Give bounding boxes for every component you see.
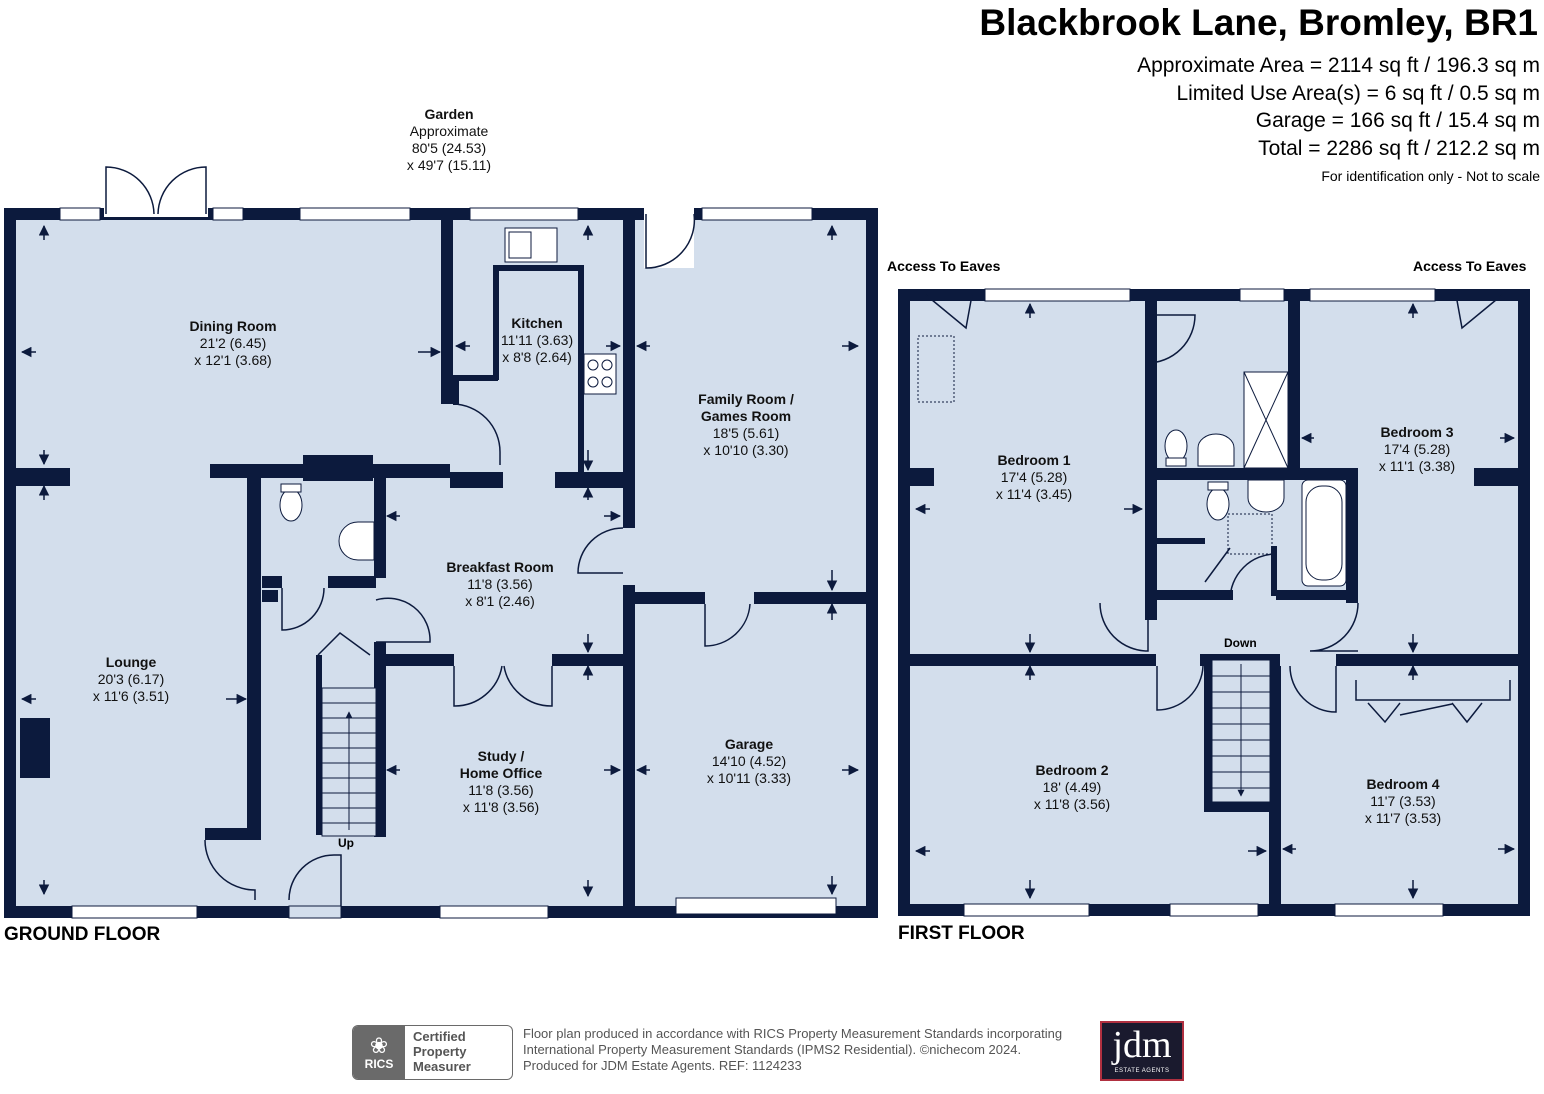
total-area: Total = 2286 sq ft / 212.2 sq m [1258,136,1540,160]
hob-icon [583,353,617,395]
first-floor-internal-walls [910,300,1524,916]
eaves-access-left-label: Access To Eaves [887,258,1001,274]
eaves-storage [917,335,955,403]
room-bedroom-1: Bedroom 1 17'4 (5.28) x 11'4 (3.45) [995,452,1073,502]
ground-floor-windows [59,207,837,919]
ground-floor-plan [4,166,878,919]
room-family-room: Family Room / Games Room 18'5 (5.61) x 1… [698,391,794,458]
limited-use-area: Limited Use Area(s) = 6 sq ft / 0.5 sq m [1176,81,1540,105]
first-floor-doors [925,294,1511,724]
shower-tray-icon [1227,513,1273,555]
first-floor-dimension-arrows [914,302,1516,900]
first-floor-plan [898,288,1530,917]
rics-certified-text: Certified Property Measurer [413,1029,471,1074]
ground-floor-fixtures [279,227,617,561]
room-study: Study / Home Office 11'8 (3.56) x 11'8 (… [459,748,543,815]
rics-certified-badge: ❀ RICS Certified Property Measurer [352,1025,513,1080]
garden-label: Garden Approximate 80'5 (24.53) x 49'7 (… [406,106,492,173]
room-kitchen: Kitchen 11'11 (3.63) x 8'8 (2.64) [500,315,574,365]
eaves-access-right-label: Access To Eaves [1413,258,1527,274]
ground-floor-internal-walls [10,214,874,915]
room-bedroom-4: Bedroom 4 11'7 (3.53) x 11'7 (3.53) [1364,776,1442,826]
basin-icon [338,521,375,561]
first-floor-label: FIRST FLOOR [898,923,1025,944]
room-garage: Garage 14'10 (4.52) x 10'11 (3.33) [706,736,792,786]
room-breakfast-room: Breakfast Room 11'8 (3.56) x 8'1 (2.46) [446,559,554,609]
stairs-up-label: Up [338,836,354,850]
garage-area: Garage = 166 sq ft / 15.4 sq m [1255,109,1540,132]
stairs-down-label: Down [1224,636,1257,650]
ground-floor-label: GROUND FLOOR [4,924,161,945]
ground-floor-stairs [321,687,377,837]
scale-note: For identification only - Not to scale [1321,168,1540,184]
ground-floor-doors [104,166,751,906]
first-floor-windows [963,288,1444,917]
rics-emblem-icon: ❀ [369,1032,389,1058]
room-bedroom-2: Bedroom 2 18' (4.49) x 11'8 (3.56) [1033,762,1111,812]
wc-icon [279,488,303,522]
agent-logo: jdm ESTATE AGENTS [1100,1021,1184,1081]
rics-logo: ❀ RICS [353,1026,405,1079]
first-floor-stairs [917,335,1271,803]
basin-icon [1247,479,1285,513]
wc-icon [1164,429,1188,463]
ground-floor-dimension-arrows [20,224,860,898]
first-floor-fixtures [1164,371,1347,587]
page-title: Blackbrook Lane, Bromley, BR1 [979,2,1538,43]
room-dining-room: Dining Room 21'2 (6.45) x 12'1 (3.68) [189,318,277,368]
room-lounge: Lounge 20'3 (6.17) x 11'6 (3.51) [92,654,170,704]
approximate-area: Approximate Area = 2114 sq ft / 196.3 sq… [1137,54,1540,77]
room-bedroom-3: Bedroom 3 17'4 (5.28) x 11'1 (3.38) [1378,424,1456,474]
basin-icon [1197,433,1235,467]
area-summary: Approximate Area = 2114 sq ft / 196.3 sq… [1137,52,1540,187]
footer-disclaimer: Floor plan produced in accordance with R… [523,1026,1063,1073]
wc-icon [1206,487,1230,521]
